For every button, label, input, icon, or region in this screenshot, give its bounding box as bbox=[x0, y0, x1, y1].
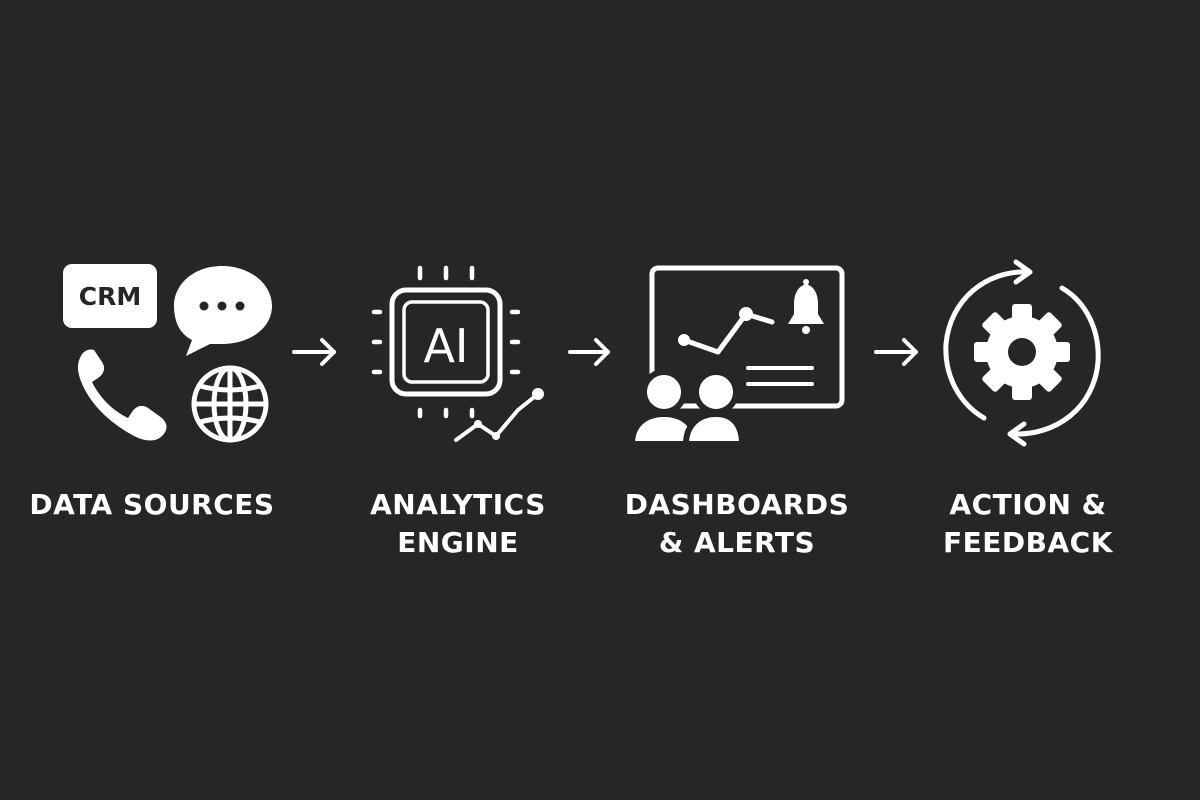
label-line: FEEDBACK bbox=[943, 526, 1113, 559]
stage-dashboards-alerts bbox=[628, 265, 845, 447]
arrow-right-icon bbox=[292, 338, 336, 366]
refresh-cycle-icon bbox=[943, 259, 1101, 447]
ai-chip-icon: AI bbox=[371, 265, 521, 419]
dashboard-screen-icon bbox=[649, 265, 845, 409]
label-analytics-engine: ANALYTICS ENGINE bbox=[318, 486, 598, 562]
phone-icon bbox=[77, 349, 167, 441]
label-action-feedback: ACTION & FEEDBACK bbox=[888, 486, 1168, 562]
label-line: DATA SOURCES bbox=[29, 488, 275, 521]
users-icon bbox=[628, 369, 746, 447]
bell-icon bbox=[788, 279, 824, 334]
label-line: ACTION & bbox=[949, 488, 1107, 521]
stage-data-sources: CRM bbox=[63, 264, 272, 443]
stage-action-feedback bbox=[943, 259, 1101, 447]
label-line: ANALYTICS bbox=[370, 488, 546, 521]
crm-icon: CRM bbox=[63, 264, 157, 328]
gear-icon bbox=[974, 304, 1070, 400]
label-dashboards-alerts: DASHBOARDS & ALERTS bbox=[597, 486, 877, 562]
ai-chip-text: AI bbox=[423, 319, 468, 373]
arrow-right-icon bbox=[874, 338, 918, 366]
label-data-sources: DATA SOURCES bbox=[12, 486, 292, 524]
crm-badge-text: CRM bbox=[79, 282, 141, 311]
stage-analytics-engine: AI bbox=[371, 265, 544, 442]
label-line: DASHBOARDS bbox=[624, 488, 850, 521]
arrow-right-icon bbox=[568, 338, 610, 366]
chat-bubble-icon bbox=[174, 266, 272, 356]
trend-line-icon bbox=[454, 388, 544, 442]
label-line: ENGINE bbox=[397, 526, 519, 559]
globe-icon bbox=[191, 365, 269, 443]
label-line: & ALERTS bbox=[658, 526, 816, 559]
